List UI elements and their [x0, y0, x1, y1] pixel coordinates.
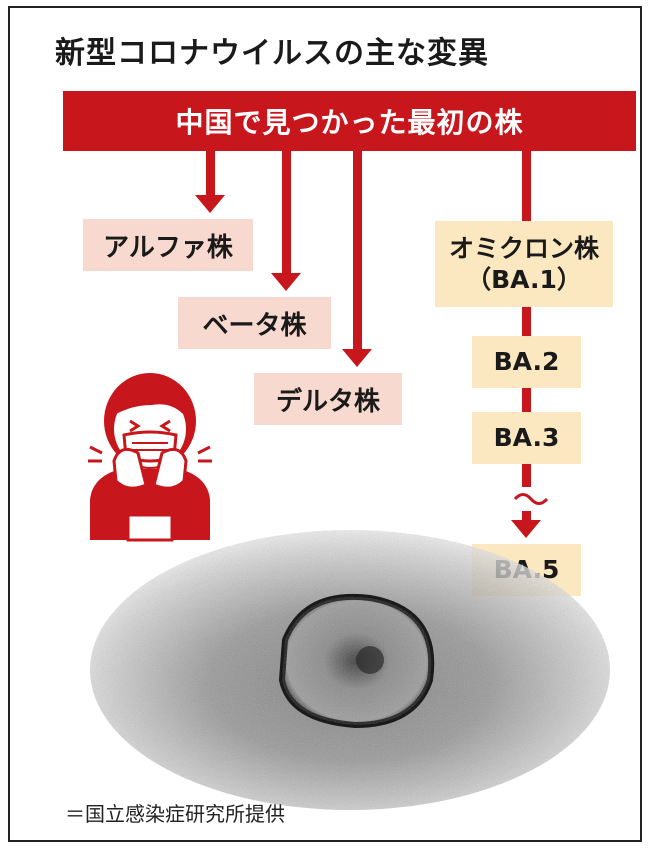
alpha-arrow: [195, 195, 225, 213]
original-strain-label: 中国で見つかった最初の株: [175, 106, 524, 139]
omicron-line: [522, 151, 531, 221]
alpha-variant-box: アルファ株: [83, 219, 253, 271]
delta-variant-label: デルタ株: [275, 386, 380, 417]
ba3-label: BA.3: [493, 423, 560, 453]
omicron-ba1-box: オミクロン株 （BA.1）: [435, 221, 613, 307]
beta-line: [282, 151, 291, 275]
original-strain-bar: 中国で見つかった最初の株: [63, 91, 636, 151]
delta-variant-box: デルタ株: [254, 373, 402, 425]
coughing-person-icon: [88, 373, 212, 542]
image-credit: ＝国立感染症研究所提供: [65, 802, 285, 826]
beta-arrow: [271, 273, 301, 291]
ba1-ba2-line: [522, 307, 531, 336]
omission-tilde-icon: [513, 493, 549, 505]
ba2-box: BA.2: [472, 336, 581, 388]
omicron-name: オミクロン株: [448, 233, 599, 263]
ba5-arrow: [511, 520, 541, 538]
ba2-ba3-line: [522, 388, 531, 412]
ba2-label: BA.2: [493, 347, 560, 377]
omission-gap: [511, 487, 551, 511]
coronavirus-micrograph: [90, 530, 610, 810]
alpha-variant-label: アルファ株: [103, 232, 233, 263]
alpha-line: [206, 151, 215, 196]
beta-variant-label: ベータ株: [202, 310, 307, 341]
delta-line: [353, 151, 362, 351]
beta-variant-box: ベータ株: [178, 297, 331, 349]
delta-arrow: [342, 349, 372, 367]
ba3-box: BA.3: [472, 412, 581, 464]
figure-title: 新型コロナウイルスの主な変異: [55, 36, 489, 71]
omicron-ba1-label: （BA.1）: [466, 265, 582, 294]
